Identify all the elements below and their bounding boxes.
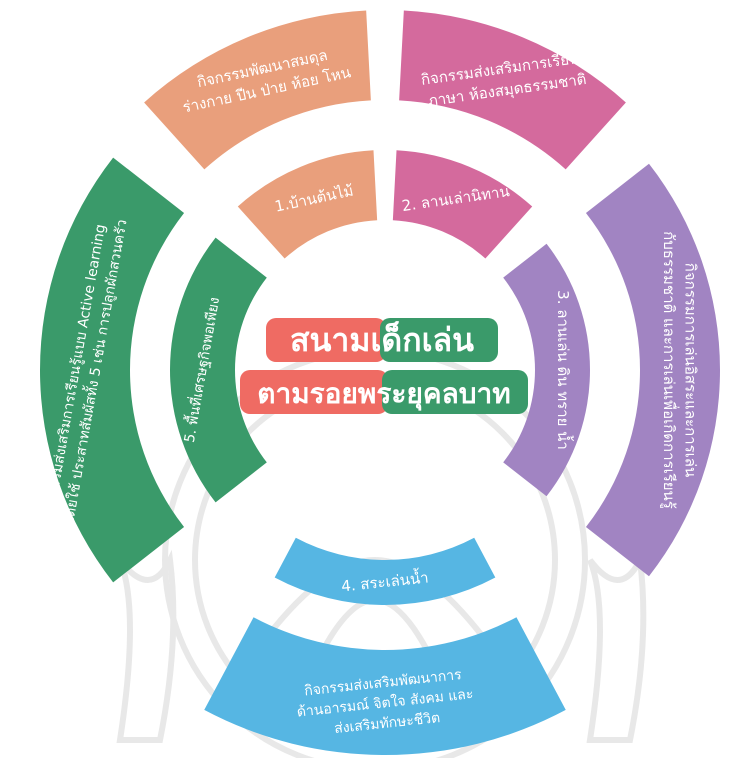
center-title: สนามเด็กเล่น ตามรอยพระยุคลบาท: [240, 318, 528, 414]
zone-4-outer-segment: [204, 617, 566, 756]
zone-3-inner-label: 3. ลานเล่น ดิน ทราย น้ำ: [554, 290, 574, 450]
zone-3-outer-label: กิจกรรมการเล่นอิสระและการเล่นกับธรรมชาติ…: [660, 231, 700, 509]
title-line2-bg-red: [240, 370, 388, 414]
zone-1-outer-segment: [144, 10, 371, 170]
zone-3-outer-segment: [585, 163, 720, 577]
zone-5-outer-segment: [39, 157, 185, 583]
zone-3-outer-label-line: กับธรรมชาติ และการเล่นเพื่อเกิดการเรียนร…: [660, 231, 680, 509]
title-line2-bg-green: [382, 370, 528, 414]
zone-1-inner-segment: [237, 150, 378, 259]
zone-3-outer-label-line: กิจกรรมการเล่นอิสระและการเล่น: [682, 263, 700, 477]
zone-2-outer-segment: [399, 10, 626, 170]
title-line2: ตามรอยพระยุคลบาท: [257, 377, 510, 411]
zone-3-inner-segment: [503, 243, 590, 497]
zone-2-inner-segment: [392, 150, 533, 259]
title-line1-bg-red: [266, 318, 386, 362]
title-line1-bg-green: [380, 318, 498, 362]
zone-5-inner-segment: [169, 237, 267, 503]
title-line1: สนามเด็กเล่น: [290, 320, 474, 359]
zone-4-inner-segment: [274, 537, 496, 605]
